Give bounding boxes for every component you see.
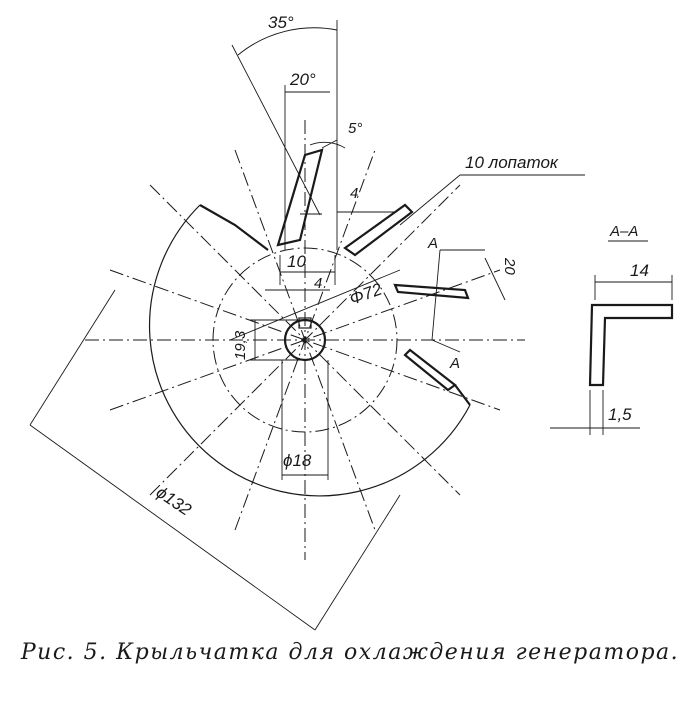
radial-centerlines: [85, 120, 525, 560]
section-title: А–А: [609, 223, 638, 240]
section-aa-profile: [550, 240, 674, 435]
blades: [199, 148, 471, 406]
section-thickness-label: 1,5: [608, 405, 632, 424]
section-marks: [431, 249, 506, 353]
hub-width-label: 10: [287, 252, 306, 271]
blade-count-label: 10 лопаток: [465, 153, 559, 172]
figure-caption: Рис. 5. Крыльчатка для охлаждения генера…: [20, 640, 680, 665]
outer-diameter-dimension: [29, 289, 401, 631]
outer-disk-outline: [148, 204, 471, 497]
section-marker-top: А: [427, 235, 438, 252]
hub-diameter-label: Φ72: [347, 279, 385, 308]
bore-diameter-label: ϕ18: [283, 451, 312, 470]
blade-height-label: 20: [501, 257, 518, 275]
hub-dimensions: [229, 255, 401, 480]
section-marker-bottom: А: [449, 355, 460, 372]
blade-count-leader: [399, 174, 585, 226]
section-width-label: 14: [630, 261, 649, 280]
blade-gap-label: 4: [350, 185, 358, 202]
angle-35-label: 35°: [268, 13, 294, 32]
bore-height-label: 19,3: [232, 330, 249, 360]
angle-20-label: 20°: [289, 70, 316, 89]
outer-diameter-label: ϕ132: [153, 483, 195, 520]
angle-dimensions: [231, 20, 395, 250]
angle-5-label: 5°: [348, 120, 362, 137]
keyway-label: 4: [314, 275, 322, 292]
